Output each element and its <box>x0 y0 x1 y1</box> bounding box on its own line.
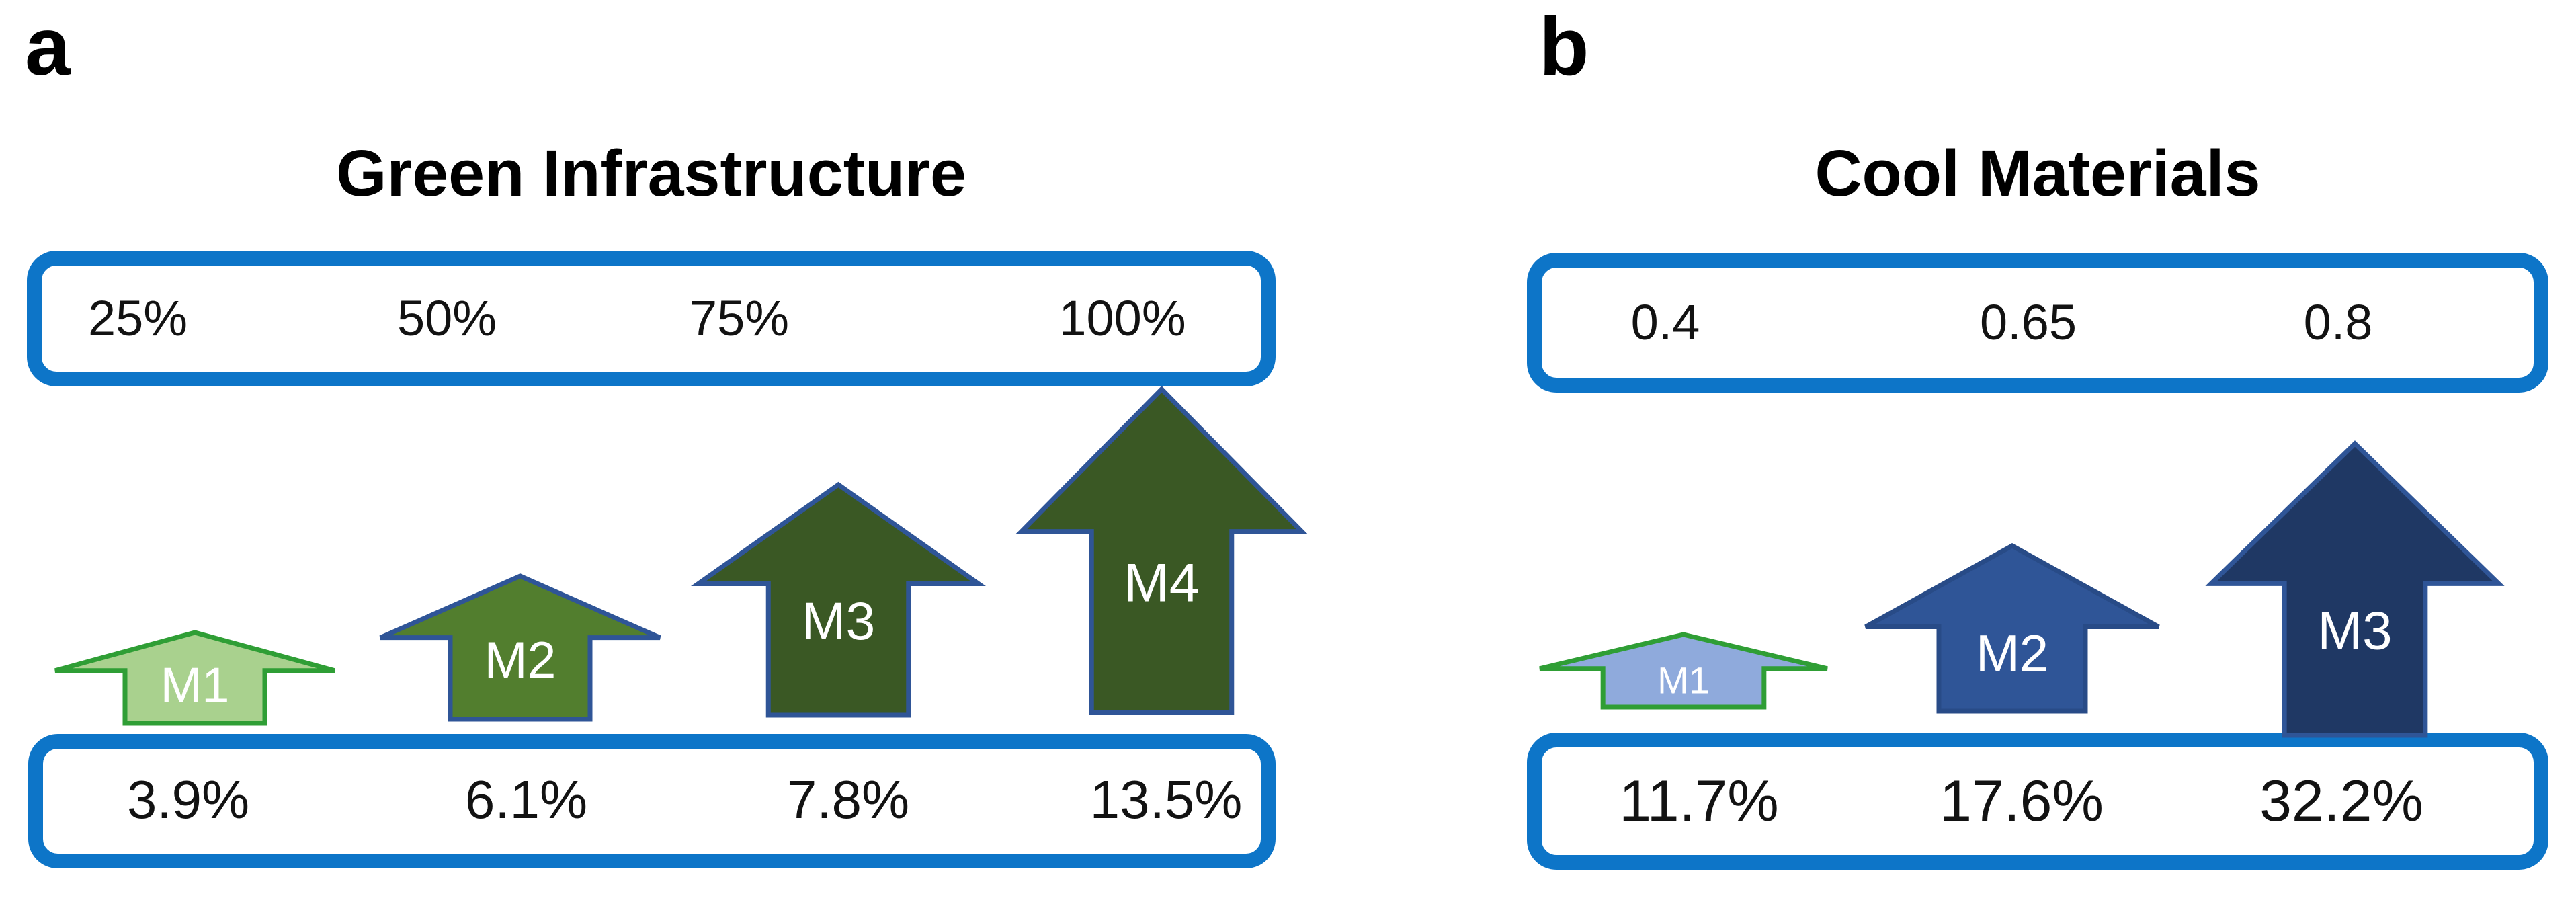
arrow-shape <box>1864 543 2160 714</box>
panel-b-top-box <box>1527 253 2548 393</box>
top-box-value: 75% <box>689 290 790 346</box>
arrow-m2: M2 <box>379 573 661 722</box>
arrow-shape <box>690 481 986 718</box>
arrow-label: M3 <box>2317 600 2392 660</box>
arrow-shape <box>1015 386 1307 715</box>
arrow-shape <box>379 573 661 722</box>
top-box-value: 0.4 <box>1630 294 1700 350</box>
bottom-box-value: 32.2% <box>2259 769 2423 833</box>
bottom-box-value: 7.8% <box>786 770 910 829</box>
arrow-label: M1 <box>161 657 230 713</box>
top-box-value: 25% <box>87 290 188 346</box>
arrow-m4: M4 <box>1015 386 1307 715</box>
panel-a-title: Green Infrastructure <box>336 136 966 210</box>
panel-letter-b: b <box>1539 1 1589 92</box>
arrow-m3: M3 <box>2205 440 2505 738</box>
panel-b-title: Cool Materials <box>1815 136 2261 210</box>
top-box-value: 0.8 <box>2303 294 2373 350</box>
bottom-box-value: 17.6% <box>1940 769 2104 833</box>
arrow-m1: M1 <box>1539 632 1828 710</box>
arrow-label: M2 <box>1976 624 2048 683</box>
arrow-shape <box>54 630 335 726</box>
panel-b-bottom-box <box>1527 733 2548 870</box>
arrow-m3: M3 <box>690 481 986 718</box>
bottom-box-value: 3.9% <box>126 770 250 829</box>
arrow-label: M3 <box>801 591 875 651</box>
arrow-m1: M1 <box>54 630 335 726</box>
top-box-value: 50% <box>397 290 497 346</box>
arrow-m2: M2 <box>1864 543 2160 714</box>
arrow-shape <box>2205 440 2505 738</box>
panel-letter-a: a <box>25 1 71 92</box>
bottom-box-value: 13.5% <box>1089 770 1243 829</box>
bottom-box-value: 11.7% <box>1619 769 1779 833</box>
arrow-shape <box>1539 632 1828 710</box>
panel-a-top-box <box>27 251 1276 386</box>
arrow-label: M2 <box>485 632 556 690</box>
arrow-label: M1 <box>1657 659 1710 702</box>
panel-a-bottom-box <box>28 734 1276 868</box>
top-box-value: 100% <box>1058 290 1186 346</box>
arrow-label: M4 <box>1124 553 1200 614</box>
bottom-box-value: 6.1% <box>464 770 588 829</box>
top-box-value: 0.65 <box>1979 294 2077 350</box>
